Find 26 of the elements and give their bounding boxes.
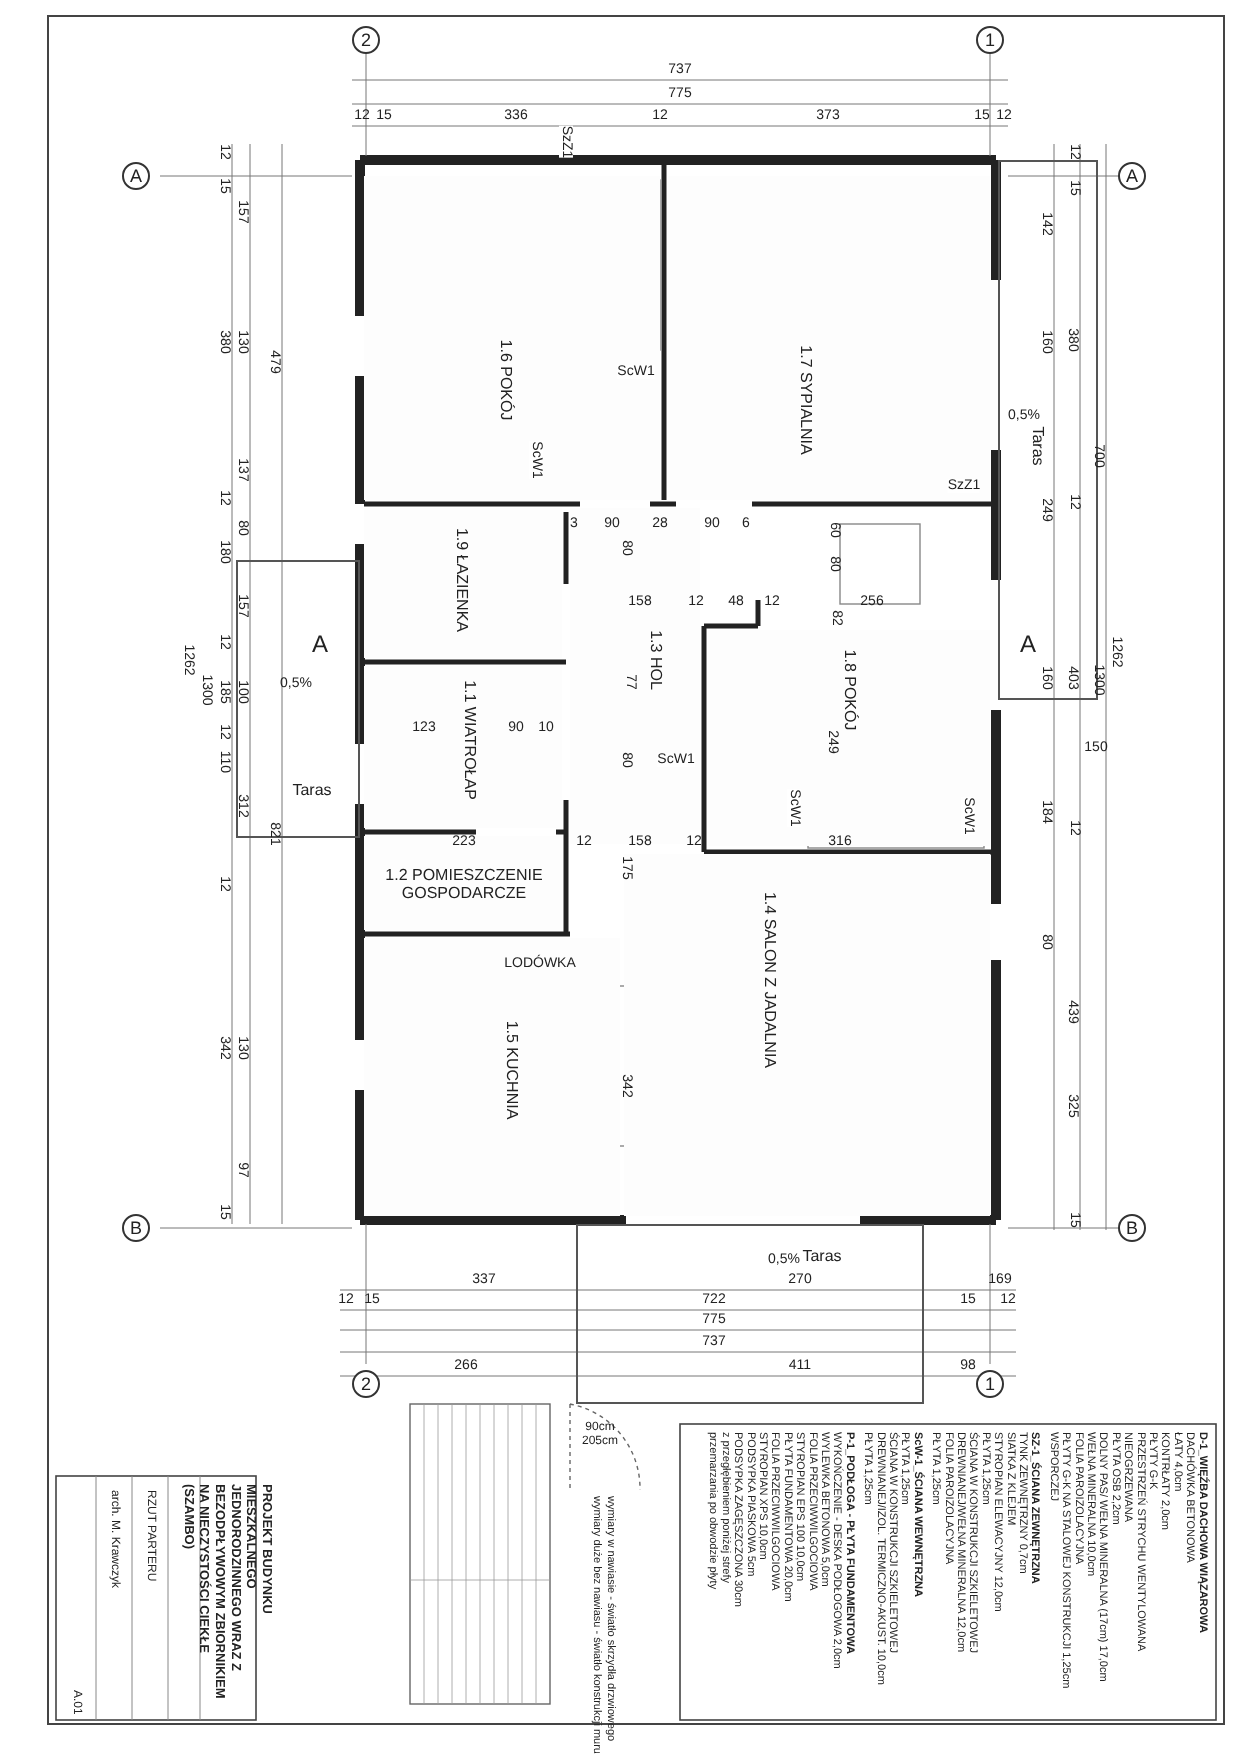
room-name: 1.1 WIATROŁAP [459,680,477,800]
axis-label: B [122,1214,150,1242]
axis-label: A [122,162,150,190]
room-name: 1.3 HOL [645,630,663,690]
room-name: 1.2 POMIESZCZENIE GOSPODARCZE [383,868,545,904]
room-name: 1.6 POKÓJ [495,339,513,421]
room-name: 1.8 POKÓJ [839,649,857,731]
terrace-label: Taras [1027,426,1045,466]
axis-label: 1 [976,26,1004,54]
axis-label: 2 [352,1370,380,1398]
room-name: 1.5 KUCHNIA [501,1020,519,1120]
axis-label: B [1118,1214,1146,1242]
terrace-label: Taras [802,1249,842,1267]
axis-label: 2 [352,26,380,54]
section-mark: A [1020,632,1036,656]
terrace-outline [998,160,1098,700]
axis-label: A [1118,162,1146,190]
terrace-outline [576,1224,924,1404]
section-mark: A [312,632,328,656]
room-floor [364,176,660,500]
room-name: 1.4 SALON Z JADALNIA [759,891,777,1069]
room-name: 1.9 ŁAZIENKA [451,527,469,633]
room-floor [364,938,620,1216]
room-name: 1.7 SYPIALNIA [795,345,813,455]
axis-label: 1 [976,1370,1004,1398]
terrace-label: Taras [292,783,332,801]
